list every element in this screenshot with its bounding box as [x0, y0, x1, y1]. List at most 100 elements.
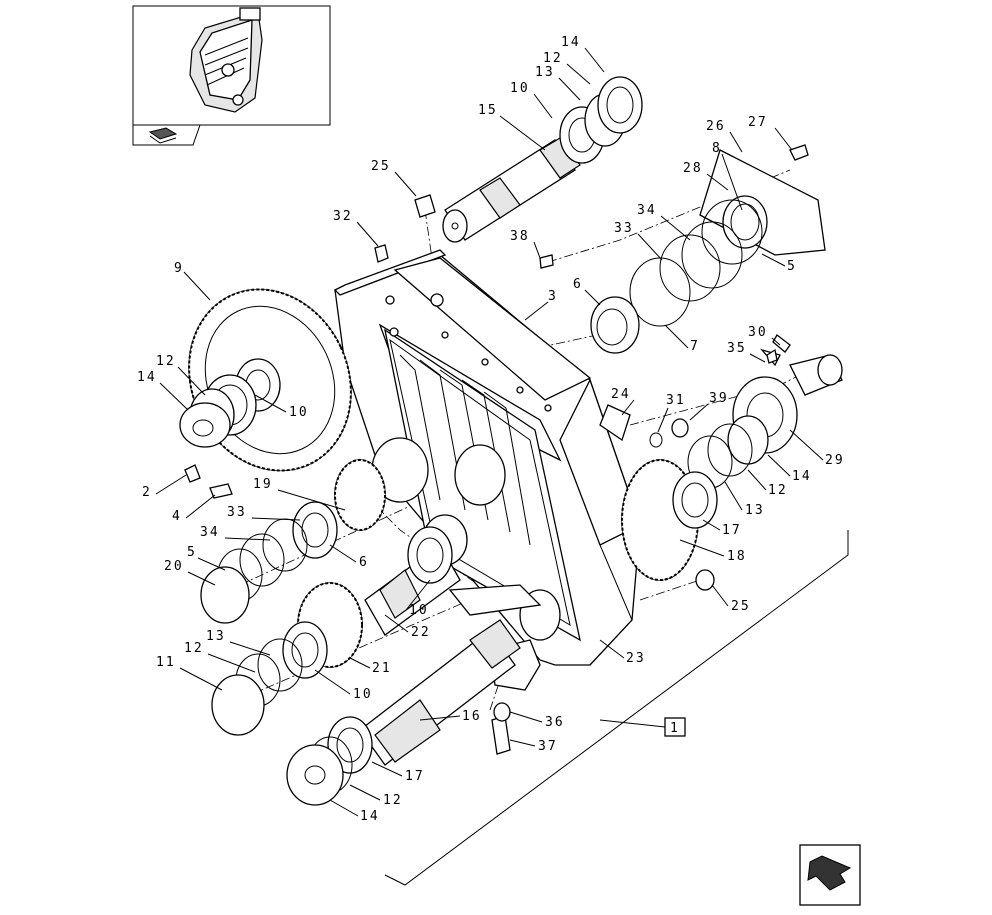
callout-label-3: 3: [548, 289, 558, 304]
callout-leader-29: [789, 429, 824, 461]
callout-label-13: 13: [206, 629, 226, 644]
callout-leader-10: [405, 579, 431, 611]
callout-leader-12: [566, 63, 591, 85]
callout-label-33: 33: [614, 221, 634, 236]
callout-label-35: 35: [727, 341, 747, 356]
callout-leader-26: [729, 131, 743, 153]
callout-leader-16: [419, 715, 461, 721]
callout-label-25: 25: [731, 599, 751, 614]
callout-leader-33: [251, 517, 301, 521]
callout-leader-12: [747, 469, 767, 491]
callout-leader-17: [371, 761, 403, 777]
callout-label-37: 37: [538, 739, 558, 754]
callout-leader-2: [155, 474, 187, 495]
callout-label-27: 27: [748, 115, 768, 130]
callout-label-39: 39: [709, 391, 729, 406]
callout-leader-14: [329, 799, 359, 817]
callout-leader-24: [621, 399, 635, 416]
callout-leader-4: [185, 494, 216, 519]
callout-leader-5: [761, 253, 786, 267]
callout-label-8: 8: [712, 141, 722, 156]
callout-label-10: 10: [510, 81, 530, 96]
callout-label-2: 2: [142, 485, 152, 500]
callout-leader-22: [384, 614, 409, 633]
callout-leader-35: [749, 353, 766, 363]
callout-label-13: 13: [535, 65, 555, 80]
callout-label-25: 25: [371, 159, 391, 174]
callout-label-14: 14: [137, 370, 157, 385]
callout-label-14: 14: [792, 469, 812, 484]
right-gear-18: [621, 459, 718, 591]
callout-leader-21: [349, 657, 371, 669]
callout-leader-15: [499, 115, 546, 151]
callout-leader-14: [159, 382, 189, 411]
shaft-22: [364, 526, 461, 636]
callout-leader-17: [702, 519, 721, 531]
callout-leader-10: [314, 669, 351, 695]
callout-label-29: 29: [825, 453, 845, 468]
shaft-16: [286, 619, 521, 806]
callout-leader-8: [721, 153, 743, 211]
callout-label-34: 34: [637, 203, 657, 218]
callout-label-38: 38: [510, 229, 530, 244]
callout-leader-38: [533, 241, 541, 259]
callout-leader-14: [584, 47, 605, 73]
callout-label-12: 12: [543, 51, 563, 66]
top-shaft-15: [442, 76, 643, 243]
callout-label-6: 6: [359, 555, 369, 570]
callout-leader-34: [660, 215, 691, 241]
callout-label-10: 10: [353, 687, 373, 702]
callout-leader-10: [533, 93, 553, 119]
next-page-arrow-icon[interactable]: [799, 844, 861, 906]
callout-label-33: 33: [227, 505, 247, 520]
callout-leader-7: [664, 324, 689, 349]
callout-label-20: 20: [164, 559, 184, 574]
gear-19-stack: [200, 459, 386, 624]
callout-label-22: 22: [411, 625, 431, 640]
callout-leader-12: [177, 366, 206, 396]
callout-leader-18: [679, 539, 725, 557]
callout-label-30: 30: [748, 325, 768, 340]
callout-leader-13: [558, 77, 581, 101]
callout-label-18: 18: [727, 549, 747, 564]
gearbox-housing: [333, 249, 641, 691]
callout-leader-11: [179, 667, 223, 691]
callout-leader-13: [229, 641, 271, 656]
thumbnail-inset[interactable]: [132, 5, 331, 146]
callout-label-32: 32: [333, 209, 353, 224]
callout-leader-6: [329, 544, 357, 563]
callout-label-31: 31: [666, 393, 686, 408]
gear-21-stack: [211, 582, 363, 736]
callout-leader-14: [767, 454, 791, 477]
flange-29: [649, 348, 843, 489]
callout-label-11: 11: [156, 655, 176, 670]
reference-box-label: 1: [670, 721, 680, 736]
callout-label-23: 23: [626, 651, 646, 666]
callout-leader-20: [187, 571, 216, 586]
callout-leader-23: [599, 639, 625, 659]
callout-label-13: 13: [745, 503, 765, 518]
callout-leader-36: [509, 711, 543, 723]
callout-leader-3: [524, 301, 549, 321]
small-hardware: [184, 194, 791, 755]
callout-label-15: 15: [478, 103, 498, 118]
callout-label-14: 14: [561, 35, 581, 50]
callout-leader-25: [711, 584, 729, 607]
callout-label-12: 12: [768, 483, 788, 498]
callout-leader-32: [356, 221, 379, 247]
callout-label-12: 12: [184, 641, 204, 656]
callout-leader-33: [637, 233, 663, 261]
callout-leader-39: [689, 403, 709, 421]
callout-label-12: 12: [156, 354, 176, 369]
callout-label-21: 21: [372, 661, 392, 676]
callout-leader-10: [254, 394, 287, 413]
callout-leader-5: [197, 557, 226, 571]
callout-label-14: 14: [360, 809, 380, 824]
callout-label-12: 12: [383, 793, 403, 808]
callout-leader-12: [349, 784, 381, 801]
callout-leader-27: [774, 127, 793, 151]
bearing-6-top: [590, 296, 640, 354]
reference-frame-lines: [384, 530, 849, 886]
